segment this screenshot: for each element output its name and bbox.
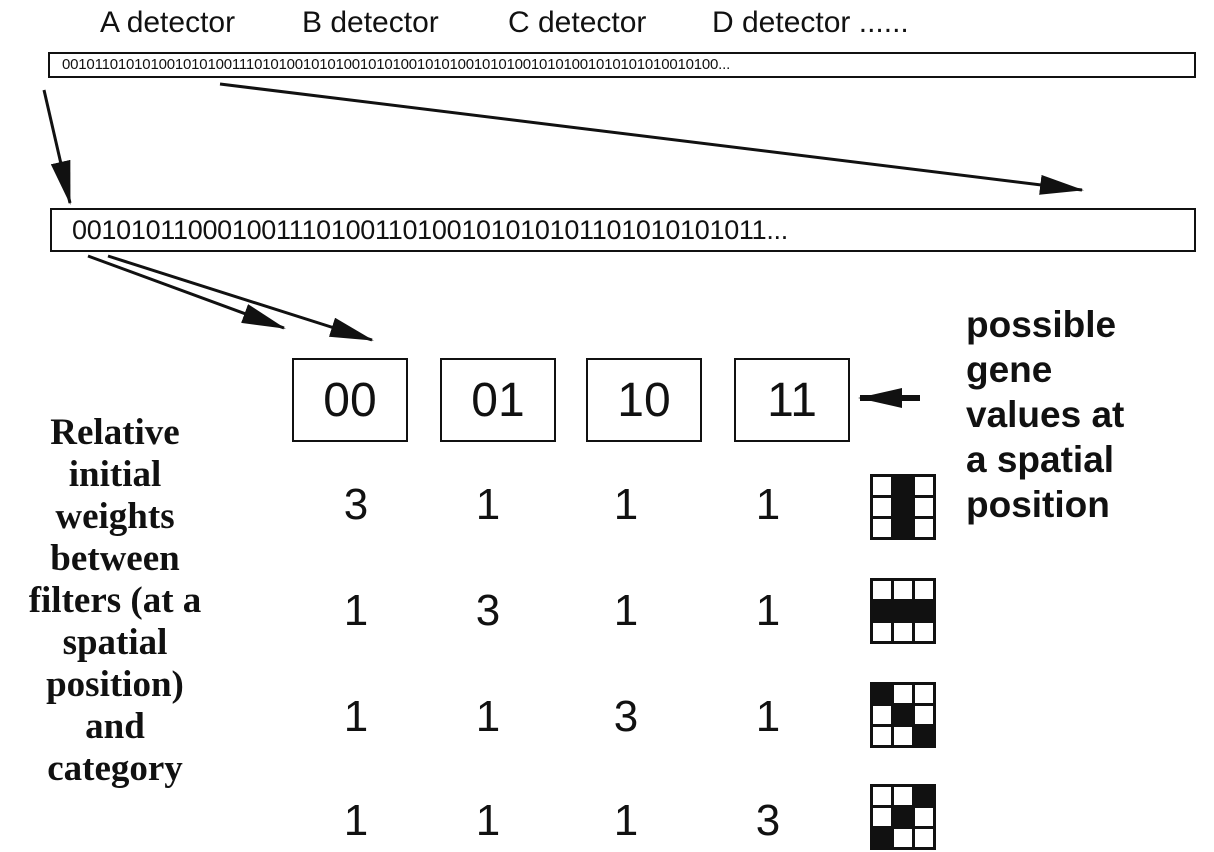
filter-cell — [891, 599, 915, 623]
weight-cell: 1 — [475, 796, 501, 845]
right-label-line: values at — [966, 394, 1125, 435]
filter-cell — [891, 516, 915, 540]
left-label-line: category — [47, 748, 183, 789]
filter-cell — [912, 516, 936, 540]
filter-pattern-icon — [870, 682, 936, 748]
filter-cell — [891, 703, 915, 727]
gene-box-01: 01 — [440, 358, 556, 442]
filter-pattern-icon — [870, 784, 936, 850]
arrow-long-diagonal — [219, 82, 1084, 195]
filter-cell — [870, 474, 894, 498]
filter-cell — [912, 703, 936, 727]
filter-cell — [870, 578, 894, 602]
weight-cell: 1 — [343, 692, 369, 741]
arrow-to-mid-strip — [42, 89, 72, 205]
mid-bitstring-strip: 0010101100010011101001101001010101011010… — [50, 208, 1196, 252]
filter-cell — [891, 474, 915, 498]
filter-cell — [891, 826, 915, 850]
filter-cell — [912, 826, 936, 850]
right-label: possible gene values at a spatial positi… — [966, 302, 1124, 527]
gene-box-00: 00 — [292, 358, 408, 442]
detector-label-b: B detector — [302, 6, 439, 39]
right-label-line: gene — [966, 349, 1053, 390]
weight-cell: 1 — [755, 586, 781, 635]
weight-cell: 1 — [613, 796, 639, 845]
gene-box-11: 11 — [734, 358, 850, 442]
filter-cell — [891, 495, 915, 519]
detector-label-c: C detector — [508, 6, 647, 39]
filter-cell — [870, 516, 894, 540]
mid-bitstring: 0010101100010011101001101001010101011010… — [72, 215, 788, 245]
left-label-line: spatial — [62, 622, 168, 663]
detector-label-d: D detector ...... — [712, 6, 909, 39]
weight-cell: 1 — [755, 692, 781, 741]
filter-pattern-icon — [870, 578, 936, 644]
filter-cell — [870, 682, 894, 706]
top-bitstring: 0010110101010010101001110101001010100101… — [62, 56, 731, 73]
filter-cell — [891, 682, 915, 706]
weight-cell: 1 — [343, 586, 369, 635]
left-label-line: and — [85, 706, 145, 747]
weight-cell: 1 — [613, 480, 639, 529]
filter-cell — [870, 703, 894, 727]
filter-cell — [912, 724, 936, 748]
filter-cell — [912, 495, 936, 519]
left-label-line: position) — [46, 664, 184, 705]
left-label-line: weights — [55, 496, 175, 537]
left-label: Relative initial weights between filters… — [0, 412, 230, 790]
left-label-line: Relative — [50, 412, 180, 453]
weight-cell: 1 — [475, 480, 501, 529]
left-label-line: filters (at a — [28, 580, 202, 621]
filter-cell — [891, 784, 915, 808]
filter-cell — [870, 805, 894, 829]
filter-cell — [891, 620, 915, 644]
weight-cell: 3 — [613, 692, 639, 741]
weight-cell: 3 — [343, 480, 369, 529]
gene-box-10: 10 — [586, 358, 702, 442]
filter-cell — [891, 724, 915, 748]
filter-cell — [912, 805, 936, 829]
filter-cell — [912, 578, 936, 602]
top-bitstring-strip: 0010110101010010101001110101001010100101… — [48, 52, 1196, 78]
filter-cell — [870, 784, 894, 808]
filter-cell — [870, 599, 894, 623]
weight-cell: 1 — [343, 796, 369, 845]
arrow-to-gene-1 — [87, 254, 286, 330]
weight-cell: 1 — [613, 586, 639, 635]
filter-cell — [912, 620, 936, 644]
filter-cell — [870, 724, 894, 748]
filter-cell — [870, 620, 894, 644]
arrow-to-gene-2 — [107, 254, 374, 342]
filter-pattern-icon — [870, 474, 936, 540]
left-label-line: between — [50, 538, 180, 579]
weight-cell: 3 — [755, 796, 781, 845]
left-label-line: initial — [68, 454, 162, 495]
filter-cell — [912, 474, 936, 498]
filter-cell — [891, 578, 915, 602]
filter-cell — [870, 495, 894, 519]
filter-cell — [870, 826, 894, 850]
right-label-line: possible — [966, 304, 1117, 345]
filter-cell — [912, 599, 936, 623]
weight-cell: 1 — [475, 692, 501, 741]
right-label-line: a spatial — [966, 439, 1115, 480]
filter-cell — [891, 805, 915, 829]
right-label-line: position — [966, 484, 1110, 525]
weight-cell: 1 — [755, 480, 781, 529]
filter-cell — [912, 682, 936, 706]
weight-cell: 3 — [475, 586, 501, 635]
filter-cell — [912, 784, 936, 808]
detector-label-a: A detector — [100, 6, 236, 39]
